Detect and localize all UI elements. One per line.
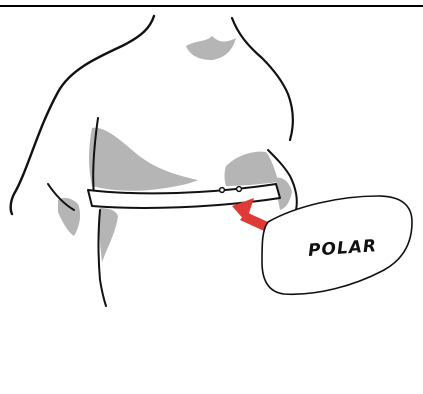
left-pectoral-shadow bbox=[89, 128, 198, 191]
neck-shadow bbox=[186, 36, 236, 60]
right-pectoral-shadow bbox=[225, 152, 279, 186]
body-shading bbox=[58, 36, 292, 262]
right-neck-line bbox=[232, 18, 293, 140]
heart-rate-transmitter-icon: POLAR bbox=[262, 196, 412, 294]
strap-snap-right bbox=[237, 187, 242, 192]
left-flank-shadow bbox=[99, 208, 118, 262]
left-underarm-shadow bbox=[58, 198, 80, 236]
strap-snap-left bbox=[220, 188, 225, 193]
